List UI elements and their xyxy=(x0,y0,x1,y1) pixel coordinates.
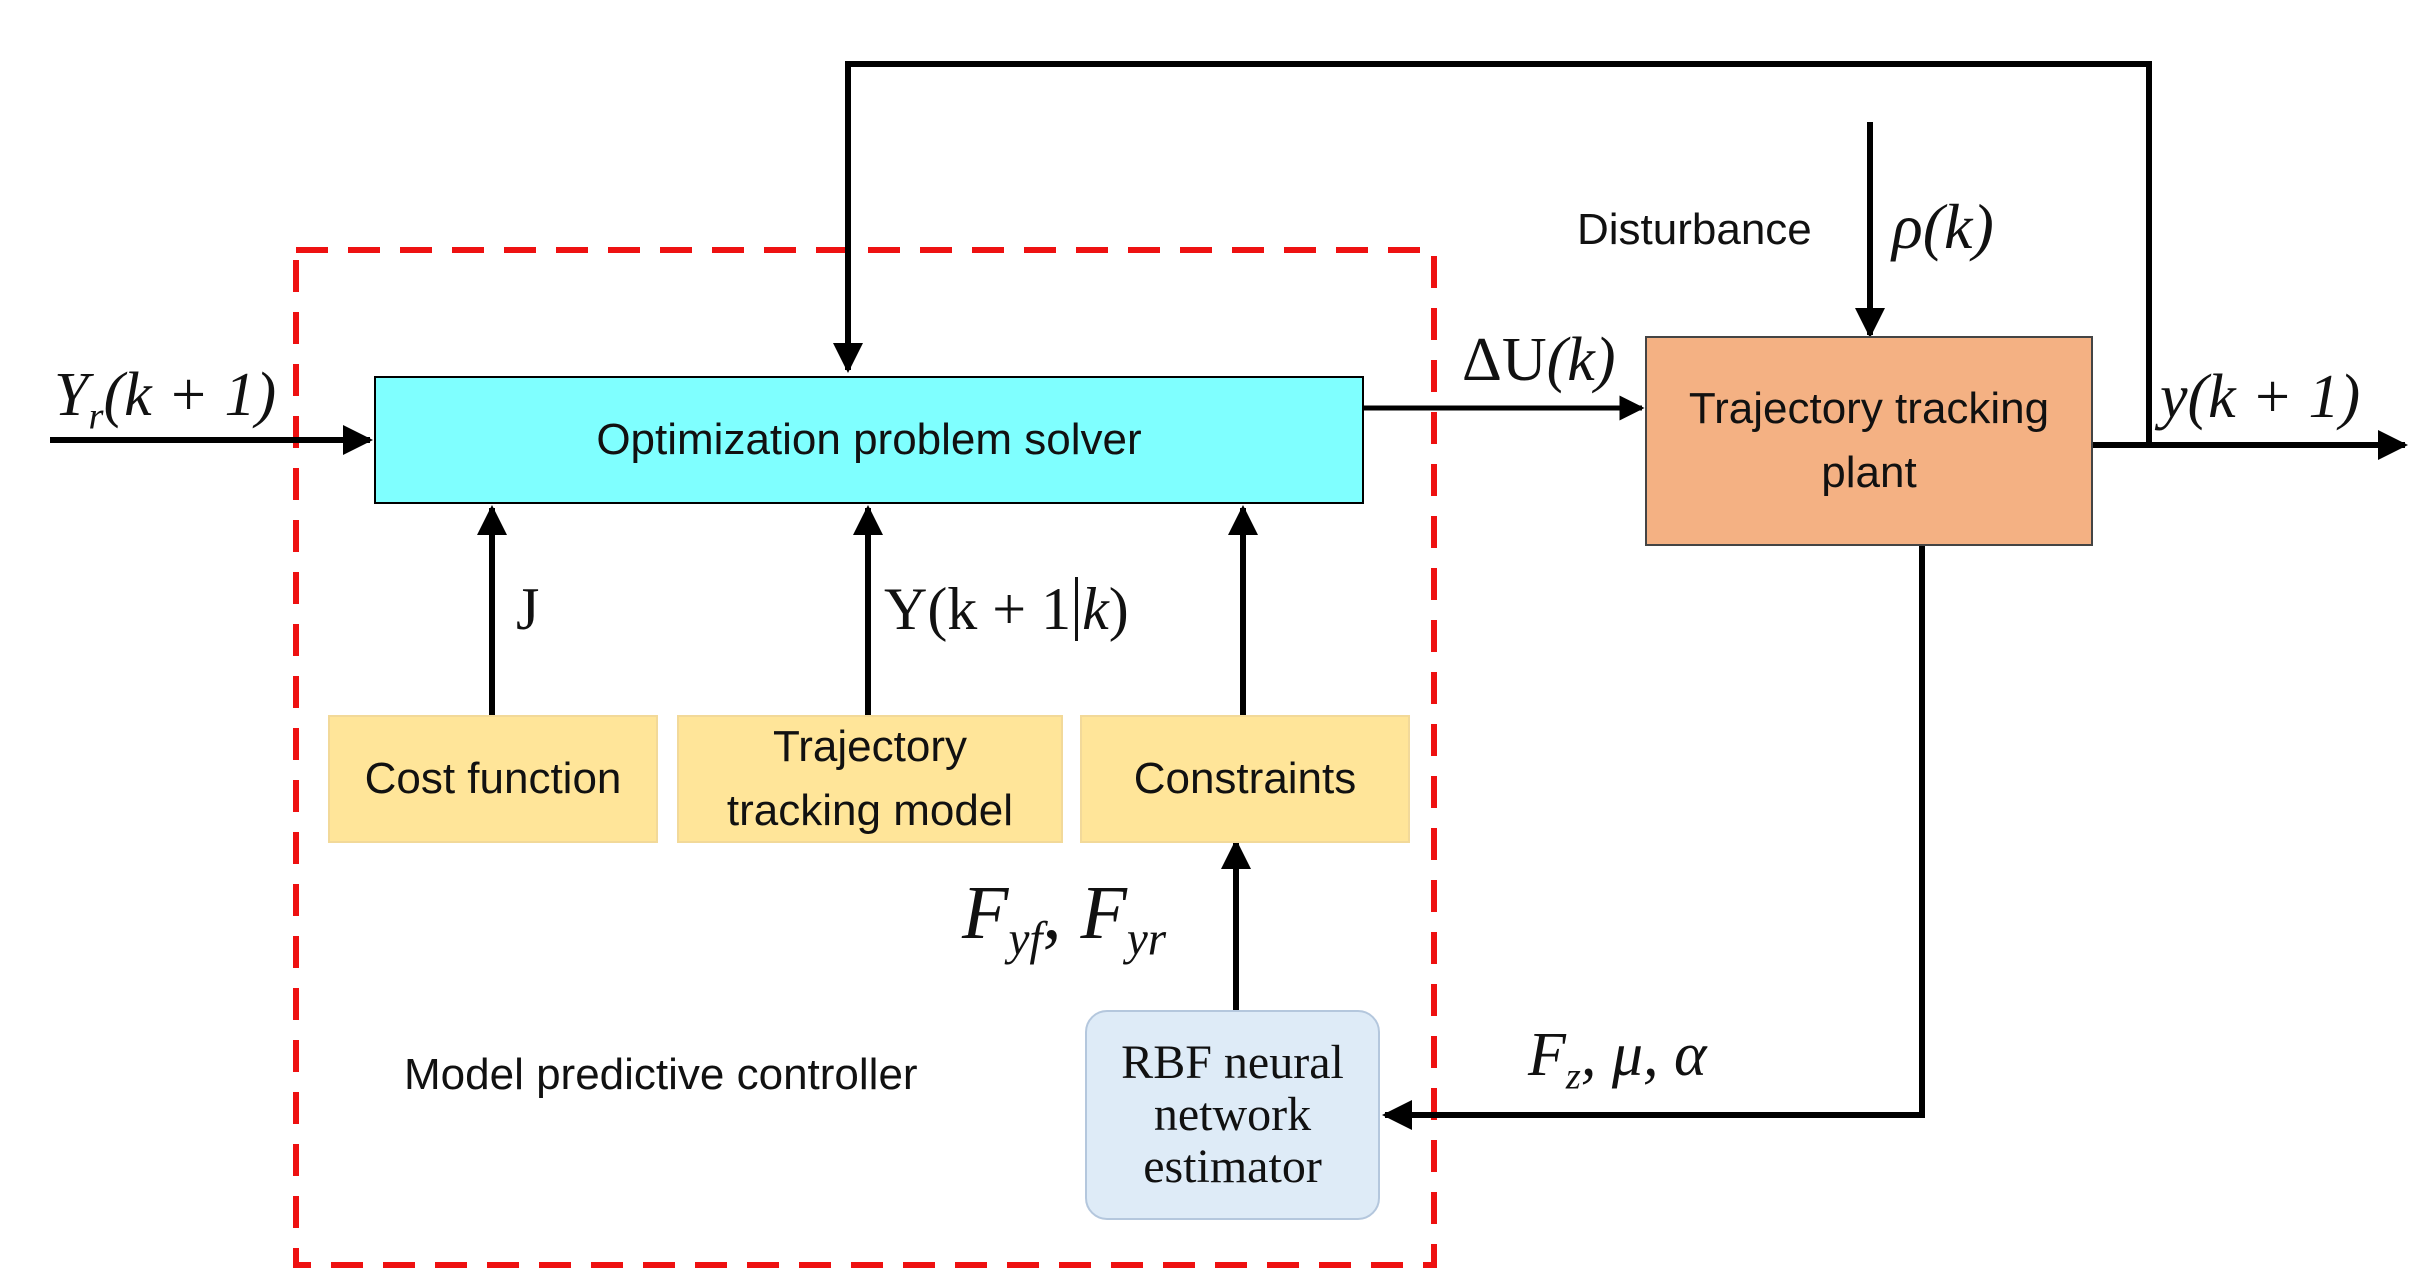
rear-force-symbol: F xyxy=(1080,871,1127,955)
plant-state-line xyxy=(1382,545,1925,1130)
force-separator: , xyxy=(1042,871,1081,955)
normal-force-symbol: F xyxy=(1528,1021,1566,1089)
cost-function-label: Cost function xyxy=(364,754,622,803)
plant-label-line2: plant xyxy=(1821,448,1917,497)
constraints-block: Constraints xyxy=(1080,715,1410,843)
reference-signal: Yr(k + 1) xyxy=(54,360,276,438)
disturbance-signal: ρ(k) xyxy=(1892,190,1994,264)
optimization-solver-block: Optimization problem solver xyxy=(374,376,1364,504)
constraints-label: Constraints xyxy=(1133,754,1357,803)
rbf-label-line2: network xyxy=(1153,1088,1312,1142)
model-label-line1: Trajectory xyxy=(773,722,967,772)
prediction-main: Y(k + 1 xyxy=(884,576,1072,642)
prediction-step: k xyxy=(1082,576,1109,642)
control-increment-signal: ΔU(k) xyxy=(1462,325,1615,396)
rbf-label-line3: estimator xyxy=(1143,1139,1322,1193)
rbf-label-line1: RBF neural xyxy=(1121,1036,1344,1090)
prediction-close: ) xyxy=(1108,576,1129,642)
delta-u-argument: (k) xyxy=(1546,326,1616,394)
reference-symbol: Y xyxy=(54,361,89,429)
front-force-symbol: F xyxy=(962,871,1009,955)
plant-label-line1: Trajectory tracking xyxy=(1688,384,2050,434)
front-force-subscript: yf xyxy=(1008,913,1043,966)
reference-argument: (k + 1) xyxy=(103,361,277,429)
controller-boundary xyxy=(293,247,1437,1268)
feedback-line xyxy=(833,61,2152,448)
output-signal: y(k + 1) xyxy=(2160,363,2361,431)
rbf-estimator-block: RBF neural network estimator xyxy=(1085,1010,1380,1220)
reference-subscript: r xyxy=(88,395,104,438)
delta-u-symbol: ΔU xyxy=(1462,326,1547,394)
controller-caption: Model predictive controller xyxy=(404,1050,918,1099)
cost-signal: J xyxy=(516,576,540,642)
normal-force-subscript: z xyxy=(1565,1055,1581,1098)
solver-label: Optimization problem solver xyxy=(596,415,1142,464)
friction-slip-symbols: , μ, α xyxy=(1580,1021,1707,1089)
prediction-divider xyxy=(1075,577,1079,641)
disturbance-label: Disturbance xyxy=(1577,205,1812,254)
rho-symbol: ρ xyxy=(1892,191,1923,262)
lateral-force-signal: Fyf, Fyr xyxy=(962,870,1166,966)
model-label-line2: tracking model xyxy=(726,786,1014,835)
cost-function-block: Cost function xyxy=(328,715,658,843)
rho-argument: (k) xyxy=(1922,191,1994,262)
plant-state-signal: Fz, μ, α xyxy=(1528,1020,1707,1098)
trajectory-model-block: Trajectory tracking model xyxy=(677,715,1063,843)
trajectory-plant-block: Trajectory tracking plant xyxy=(1645,336,2093,546)
rear-force-subscript: yr xyxy=(1126,913,1167,966)
